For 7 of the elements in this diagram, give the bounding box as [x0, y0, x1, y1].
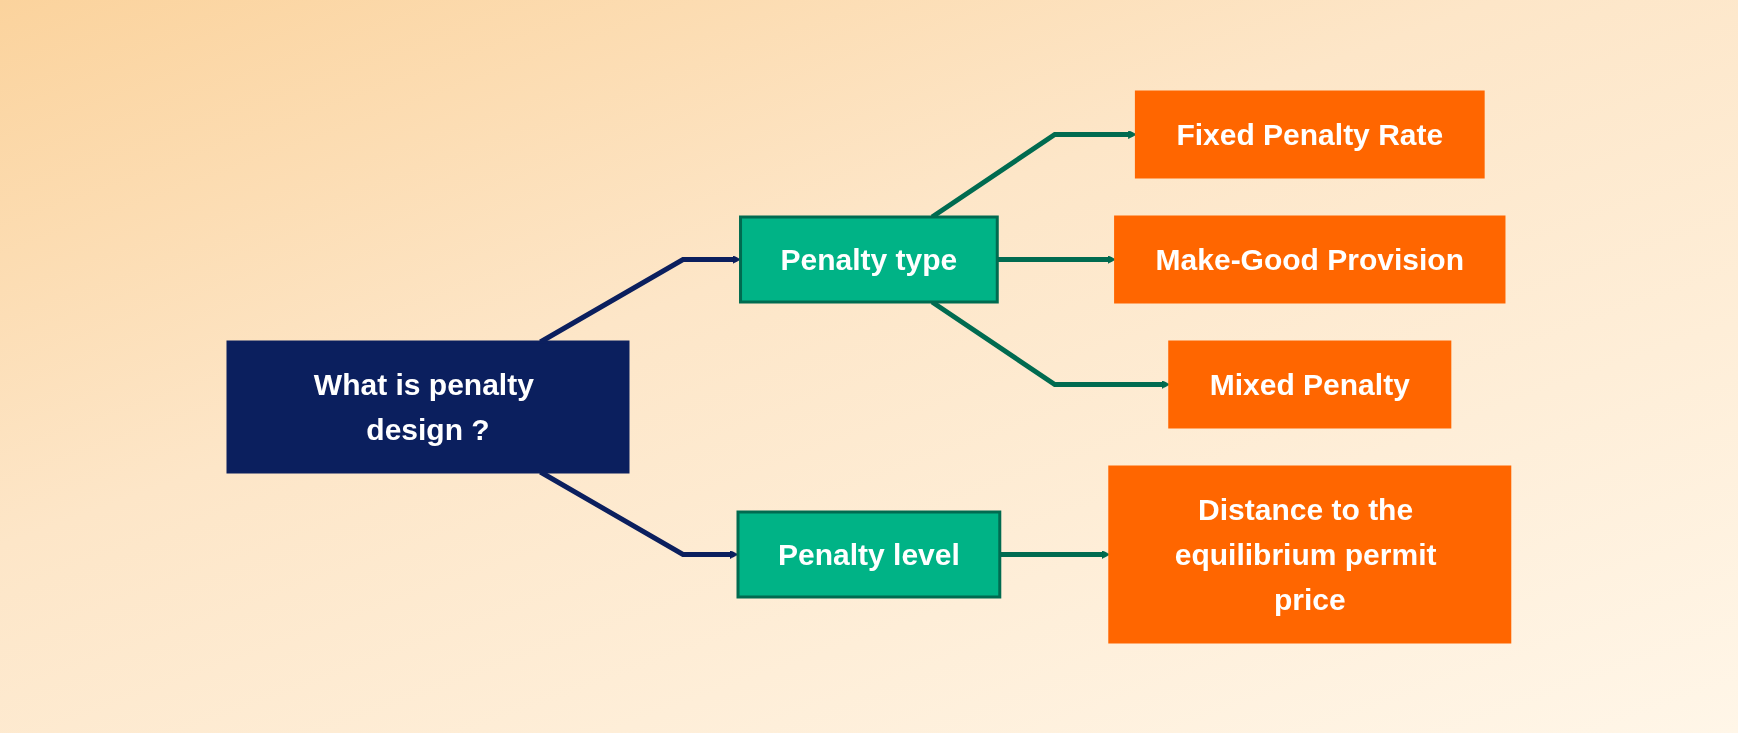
node-box: Fixed Penalty Rate	[1135, 90, 1485, 178]
node-box: What is penalty design ?	[226, 340, 630, 473]
node-box: Penalty type	[739, 215, 999, 303]
node-box: Mixed Penalty	[1168, 340, 1452, 428]
node-box: Make-Good Provision	[1114, 215, 1506, 303]
node-box: Distance to the equilibrium permit price	[1108, 465, 1512, 643]
node-box: Penalty level	[736, 510, 1002, 598]
